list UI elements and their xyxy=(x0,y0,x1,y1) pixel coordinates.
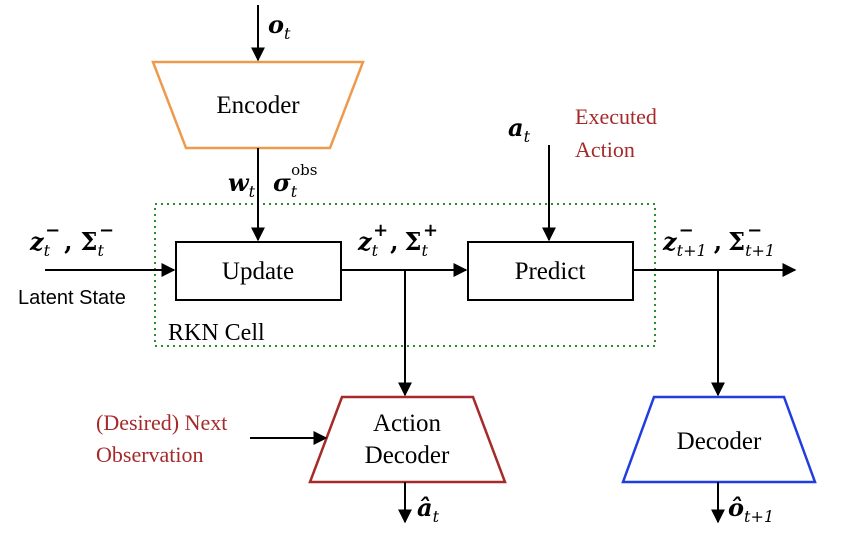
rkn-cell-boundary xyxy=(154,203,656,347)
executed-action-label-line2: Action xyxy=(575,137,635,162)
decoder-block xyxy=(621,395,817,484)
action-a-t: at xyxy=(508,113,531,146)
posterior-state-z-sigma: zt+,Σt+ xyxy=(357,220,438,260)
latent-state-label: Latent State xyxy=(18,287,126,309)
predict-label: Predict xyxy=(515,258,586,285)
encoder-out-sigma-obs: σtobs xyxy=(273,161,317,201)
action-decoder-label-line1: Action xyxy=(373,410,442,437)
desired-next-label-line2: Observation xyxy=(96,442,204,467)
action-decoder-block xyxy=(308,395,507,484)
update-label: Update xyxy=(222,258,294,285)
predicted-obs-o-hat: ôt+1 xyxy=(728,493,774,526)
obs-o-t: ot xyxy=(268,10,291,43)
next-prior-state-z-sigma: zt+1−,Σt+1− xyxy=(662,220,775,260)
action-decoder-label-line2: Decoder xyxy=(365,442,450,469)
encoder-block xyxy=(151,60,365,150)
encoder-label: Encoder xyxy=(216,92,300,119)
executed-action-label-line1: Executed xyxy=(575,104,657,129)
predicted-action-a-hat: ât xyxy=(417,493,440,526)
prior-state-z-sigma: zt−,Σt− xyxy=(29,220,114,260)
decoder-label: Decoder xyxy=(677,428,762,455)
rkn-cell-label: RKN Cell xyxy=(168,320,265,346)
desired-next-label-line1: (Desired) Next xyxy=(96,410,227,435)
encoder-out-w-t: wt xyxy=(228,168,256,201)
